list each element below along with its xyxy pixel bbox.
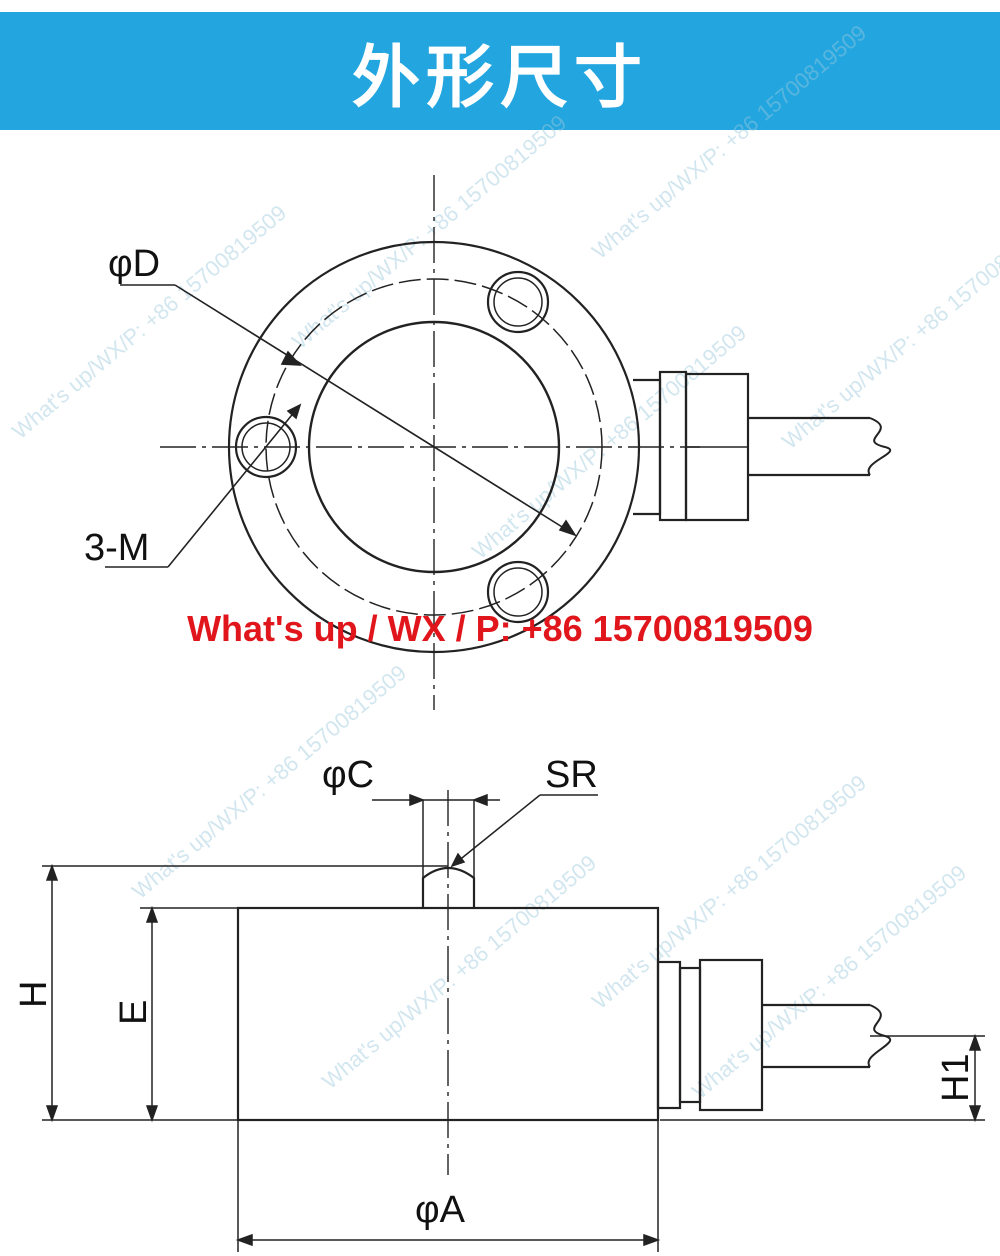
H1-label: H1: [935, 1053, 977, 1102]
side-dimensions: [42, 793, 985, 1252]
phiD-dimension: [120, 284, 577, 537]
H-label: H: [13, 981, 55, 1008]
contact-watermark: What's up / WX / P: +86 15700819509: [187, 608, 813, 649]
bolt-circle: [265, 278, 603, 616]
phiD-label: φD: [108, 243, 160, 285]
phiC-label: φC: [322, 754, 374, 796]
mounting-holes: [234, 270, 550, 624]
SR-label: SR: [545, 754, 598, 796]
top-view: [105, 175, 892, 710]
watermark-tile: What's up/WX/P: +86 15700819509: [467, 320, 751, 564]
cable-connector-side: [656, 958, 892, 1112]
watermark-tile: What's up/WX/P: +86 15700819509: [287, 110, 571, 354]
watermark-tiles: What's up/WX/P: +86 15700819509 What's u…: [7, 20, 1000, 1104]
watermark-tile: What's up/WX/P: +86 15700819509: [7, 200, 291, 444]
page-title: 外形尺寸: [351, 38, 648, 118]
watermark-tile: What's up/WX/P: +86 15700819509: [317, 850, 601, 1094]
header-banner: 外形尺寸: [0, 12, 1000, 130]
threeM-label: 3-M: [84, 527, 149, 569]
watermark-tile: What's up/WX/P: +86 15700819509: [587, 20, 871, 264]
E-label: E: [113, 1000, 155, 1025]
inner-body-circle: [307, 320, 561, 574]
flange-outer-circle: [227, 240, 641, 654]
phiA-label: φA: [415, 1189, 466, 1231]
side-view: [42, 790, 985, 1252]
threeM-leader: [105, 403, 302, 568]
cable-connector-top: [633, 370, 892, 522]
